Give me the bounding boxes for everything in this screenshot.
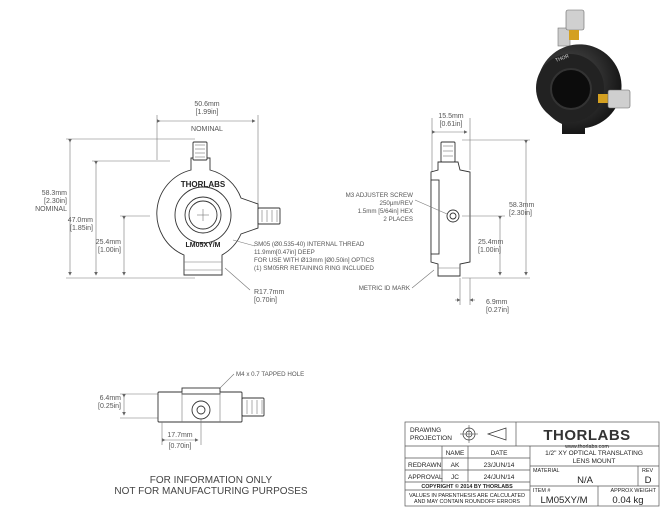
row-redrawn-role: REDRAWN (408, 462, 442, 469)
projection-label-2: PROJECTION (410, 435, 452, 442)
row-redrawn-name: AK (451, 462, 460, 469)
screw-note-4: 2 PLACES (383, 216, 413, 223)
rev-value: D (645, 475, 652, 486)
disclaimer: FOR INFORMATION ONLY NOT FOR MANUFACTURI… (96, 475, 326, 497)
projection-label-1: DRAWING (410, 427, 441, 434)
front-body-in: [1.85in] (70, 225, 93, 232)
bottom-thick-in: [0.25in] (98, 403, 121, 410)
photo-brand: THOR (555, 53, 571, 64)
row-approval-role: APPROVAL (408, 474, 443, 481)
front-width-note: NOMINAL (191, 126, 223, 133)
bottom-hole-mm: 17.7mm (167, 432, 192, 439)
front-height-note: NOMINAL (35, 206, 67, 213)
item-label: ITEM # (533, 488, 550, 494)
row-redrawn-date: 23/JUN/14 (484, 462, 515, 469)
weight-value: 0.04 kg (612, 495, 643, 506)
side-offset-mm: 6.9mm (486, 299, 508, 306)
company-website: www.thorlabs.com (564, 444, 609, 450)
disclaimer-line-2: NOT FOR MANUFACTURING PURPOSES (114, 486, 308, 497)
title-line-1: 1/2" XY OPTICAL TRANSLATING (545, 450, 643, 457)
front-height-in: [2.30in] (44, 198, 67, 205)
product-photo: THOR (536, 9, 631, 134)
front-center-mm: 25.4mm (96, 239, 121, 246)
bottom-view: M4 x 0.7 TAPPED HOLE 6.4mm [0.25in] 17.7… (98, 371, 304, 450)
side-depth-mm: 15.5mm (438, 113, 463, 120)
weight-label: APPROX WEIGHT (610, 488, 656, 494)
tolerance-note-1: VALUES IN PARENTHESIS ARE CALCULATED (409, 493, 525, 499)
thread-note-2: 11.9mm[0.47in] DEEP (254, 249, 315, 256)
side-center-mm: 25.4mm (478, 239, 503, 246)
projection-symbol (460, 425, 507, 443)
tap-hole-note: M4 x 0.7 TAPPED HOLE (236, 371, 304, 378)
front-width-in: [1.99in] (196, 109, 219, 116)
screw-note-2: 250µm/REV (380, 200, 414, 207)
side-height-mm: 58.3mm (509, 202, 534, 209)
front-radius-mm: R17.7mm (254, 289, 285, 296)
front-width-mm: 50.6mm (194, 101, 219, 108)
item-value: LM05XY/M (541, 495, 588, 506)
name-header: NAME (446, 450, 465, 457)
disclaimer-line-1: FOR INFORMATION ONLY (149, 475, 273, 486)
front-radius-in: [0.70in] (254, 297, 277, 304)
company-logo: THORLABS (543, 427, 630, 444)
metric-id-note: METRIC ID MARK (359, 285, 411, 292)
front-brand-mark: THORLABS (181, 180, 226, 189)
row-approval-date: 24/JUN/14 (484, 474, 515, 481)
screw-note-3: 1.5mm [5/64in] HEX (358, 208, 413, 215)
front-part-mark: LM05XY/M (185, 242, 220, 249)
side-view: 15.5mm [0.61in] 58.3mm [2.30in] 25.4mm [… (346, 113, 535, 314)
title-block: DRAWING PROJECTION THORLABS www.thorlabs… (404, 421, 660, 507)
side-center-in: [1.00in] (478, 247, 501, 254)
material-value: N/A (577, 475, 594, 486)
thread-note-4: (1) SM05RR RETAINING RING INCLUDED (254, 265, 374, 272)
thread-note-3: FOR USE WITH Ø13mm [Ø0.50in] OPTICS (254, 257, 374, 264)
row-approval-name: JC (451, 474, 459, 481)
side-depth-in: [0.61in] (440, 121, 463, 128)
rev-label: REV (642, 468, 653, 474)
material-label: MATERIAL (533, 468, 560, 474)
front-center-in: [1.00in] (98, 247, 121, 254)
thread-note-1: SM05 (Ø0.535-40) INTERNAL THREAD (254, 241, 365, 248)
tolerance-note-2: AND MAY CONTAIN ROUNDOFF ERRORS (414, 499, 520, 505)
front-height-mm: 58.3mm (42, 190, 67, 197)
side-height-in: [2.30in] (509, 210, 532, 217)
copyright: COPYRIGHT © 2014 BY THORLABS (421, 483, 513, 490)
bottom-hole-in: [0.70in] (169, 443, 192, 450)
side-offset-in: [0.27in] (486, 307, 509, 314)
front-body-mm: 47.0mm (68, 217, 93, 224)
title-line-2: LENS MOUNT (573, 458, 616, 465)
date-header: DATE (491, 450, 509, 457)
bottom-thick-mm: 6.4mm (100, 395, 122, 402)
front-view: 50.6mm [1.99in] NOMINAL 58.3mm [2.30in] … (35, 101, 374, 304)
screw-note-1: M3 ADJUSTER SCREW (346, 192, 414, 199)
